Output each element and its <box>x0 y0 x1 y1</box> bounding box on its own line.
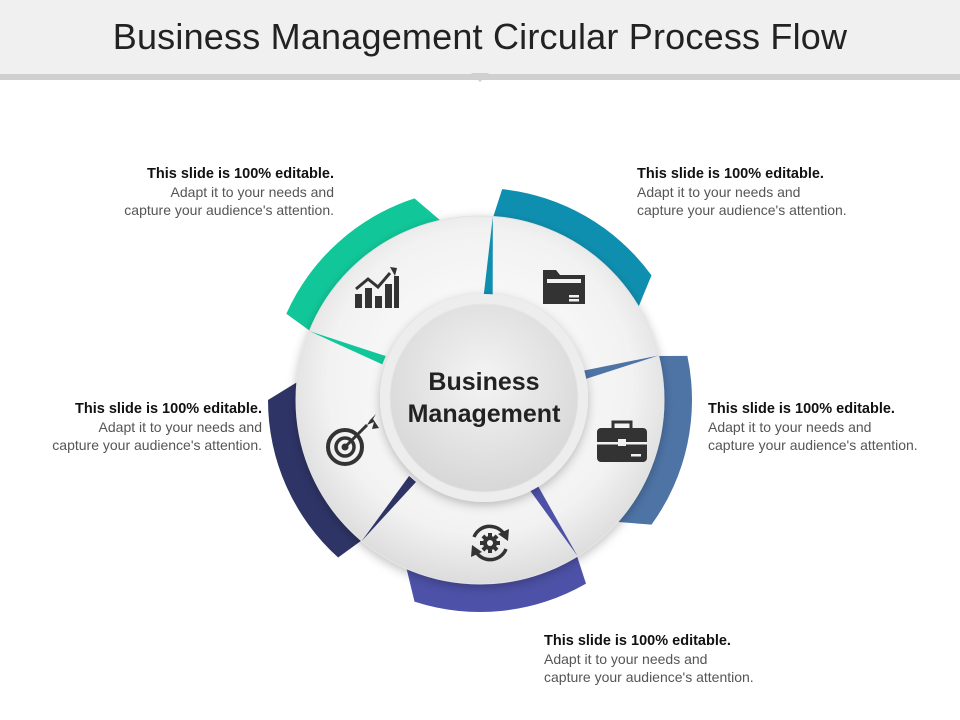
center-line-2: Management <box>407 400 561 428</box>
note-line: capture your audience's attention. <box>544 669 754 685</box>
growth-chart-icon <box>355 267 399 308</box>
segment-arc-5 <box>286 198 443 332</box>
note-line: capture your audience's attention. <box>708 437 918 453</box>
segment-note-left: This slide is 100% editable. Adapt it to… <box>0 400 262 454</box>
note-heading: This slide is 100% editable. <box>708 401 895 417</box>
note-line: Adapt it to your needs and <box>708 419 872 435</box>
segment-divider-1 <box>483 216 493 297</box>
segment-arc-1 <box>492 189 652 309</box>
briefcase-icon <box>597 420 647 462</box>
page-title: Business Management Circular Process Flo… <box>112 16 848 57</box>
note-heading: This slide is 100% editable. <box>147 166 334 182</box>
segment-divider-5 <box>309 331 386 365</box>
note-heading: This slide is 100% editable. <box>75 401 262 417</box>
note-line: Adapt it to your needs and <box>170 184 334 200</box>
segment-note-top-right: This slide is 100% editable. Adapt it to… <box>637 165 937 219</box>
segment-arc-2 <box>615 355 693 525</box>
segment-note-top-left: This slide is 100% editable. Adapt it to… <box>34 165 334 219</box>
segment-divider-4 <box>361 476 416 541</box>
hub-inner <box>389 303 579 493</box>
segment-divider-2 <box>579 355 659 381</box>
target-icon <box>326 414 379 466</box>
note-line: Adapt it to your needs and <box>98 419 262 435</box>
segment-arc-4 <box>268 380 364 558</box>
folder-icon <box>543 270 585 304</box>
note-line: Adapt it to your needs and <box>544 651 708 667</box>
segment-note-right: This slide is 100% editable. Adapt it to… <box>708 400 960 454</box>
note-line: capture your audience's attention. <box>52 437 262 453</box>
title-notch <box>471 73 489 82</box>
gear-cycle-icon <box>471 524 509 562</box>
segment-divider-3 <box>530 486 578 557</box>
note-heading: This slide is 100% editable. <box>544 633 731 649</box>
segment-note-bottom: This slide is 100% editable. Adapt it to… <box>544 632 844 686</box>
center-label: Business Management <box>384 366 584 430</box>
segment-dividers <box>309 216 659 557</box>
note-line: capture your audience's attention. <box>124 202 334 218</box>
center-line-1: Business <box>428 368 540 396</box>
note-line: capture your audience's attention. <box>637 202 847 218</box>
note-heading: This slide is 100% editable. <box>637 166 824 182</box>
note-line: Adapt it to your needs and <box>637 184 801 200</box>
title-banner <box>0 0 960 74</box>
